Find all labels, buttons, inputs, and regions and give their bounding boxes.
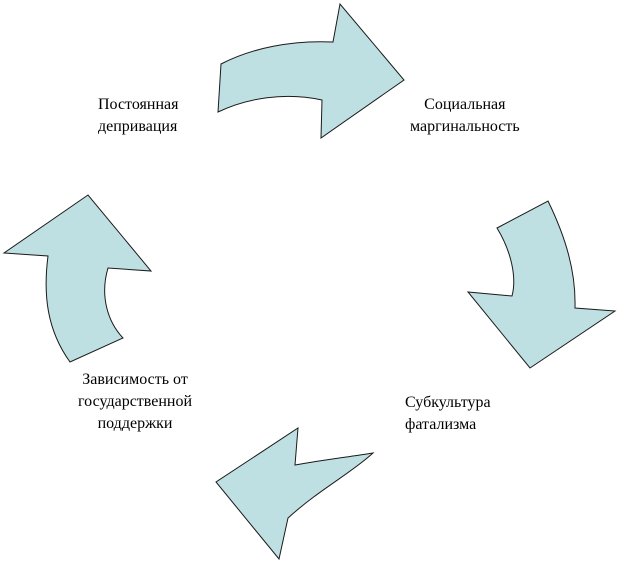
- label-line: Субкультура: [405, 394, 491, 411]
- label-line: маргинальность: [410, 118, 520, 135]
- label-line: государственной: [78, 393, 193, 410]
- node-label-state-dependency: Зависимость от государственной поддержки: [78, 369, 192, 435]
- label-line: Зависимость от: [82, 371, 188, 388]
- cycle-arrow-left: [2, 194, 153, 363]
- label-line: Постоянная: [98, 96, 179, 113]
- cycle-arrow-right: [466, 200, 617, 369]
- node-label-permanent-deprivation: Постоянная депривация: [98, 94, 178, 138]
- label-line: депривация: [98, 118, 178, 135]
- cycle-arrow-top: [217, 2, 405, 139]
- node-label-fatalism-subculture: Субкультура фатализма: [405, 392, 491, 436]
- label-line: поддержки: [97, 415, 173, 432]
- label-line: фатализма: [405, 416, 477, 433]
- node-label-social-marginality: Социальная маргинальность: [410, 94, 520, 138]
- cycle-arrow-bottom: [215, 427, 375, 561]
- label-line: Социальная: [424, 96, 506, 113]
